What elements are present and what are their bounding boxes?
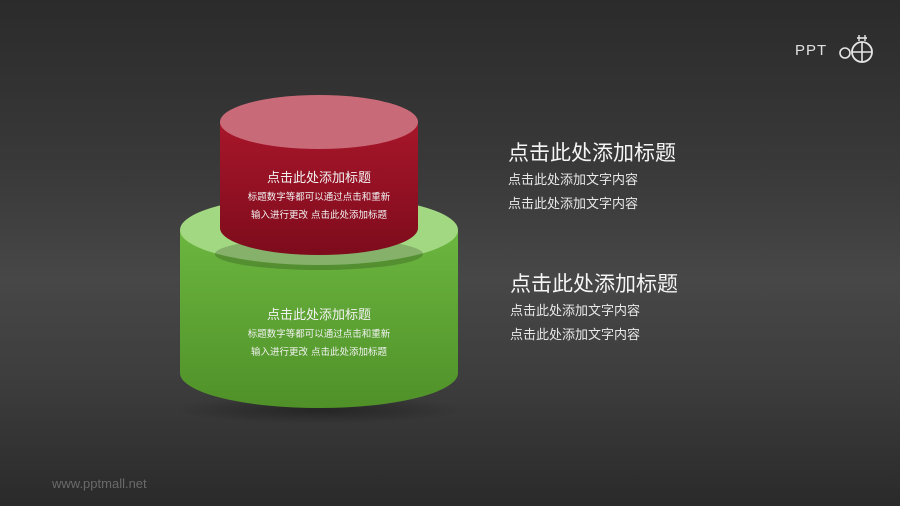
- logo-text: PPT: [795, 42, 828, 59]
- green-cylinder-title[interactable]: 点击此处添加标题: [266, 308, 371, 323]
- globe-plus-icon: [839, 35, 873, 63]
- section-2: 点击此处添加标题 点击此处添加文字内容 点击此处添加文字内容: [510, 270, 678, 348]
- green-cylinder-line-1[interactable]: 标题数字等都可以通过点击和重新: [247, 329, 391, 340]
- green-cylinder-line-2[interactable]: 输入进行更改 点击此处添加标题: [250, 347, 388, 358]
- logo: PPT: [795, 34, 875, 66]
- red-cylinder-line-2[interactable]: 输入进行更改 点击此处添加标题: [250, 210, 388, 221]
- section-2-line-2[interactable]: 点击此处添加文字内容: [510, 328, 641, 343]
- section-1: 点击此处添加标题 点击此处添加文字内容 点击此处添加文字内容: [508, 139, 676, 217]
- section-1-line-1[interactable]: 点击此处添加文字内容: [508, 173, 639, 188]
- red-cylinder: [220, 95, 418, 255]
- green-cylinder-text: 点击此处添加标题 标题数字等都可以通过点击和重新 输入进行更改 点击此处添加标题: [220, 307, 418, 361]
- section-2-title[interactable]: 点击此处添加标题: [510, 272, 678, 296]
- watermark: www.pptmall.net: [52, 476, 147, 491]
- section-1-line-2[interactable]: 点击此处添加文字内容: [508, 197, 639, 212]
- section-1-title[interactable]: 点击此处添加标题: [508, 141, 676, 165]
- red-cylinder-line-1[interactable]: 标题数字等都可以通过点击和重新: [247, 192, 391, 203]
- red-cylinder-text: 点击此处添加标题 标题数字等都可以通过点击和重新 输入进行更改 点击此处添加标题: [220, 170, 418, 224]
- section-2-line-1[interactable]: 点击此处添加文字内容: [510, 304, 641, 319]
- red-cylinder-title[interactable]: 点击此处添加标题: [266, 171, 371, 186]
